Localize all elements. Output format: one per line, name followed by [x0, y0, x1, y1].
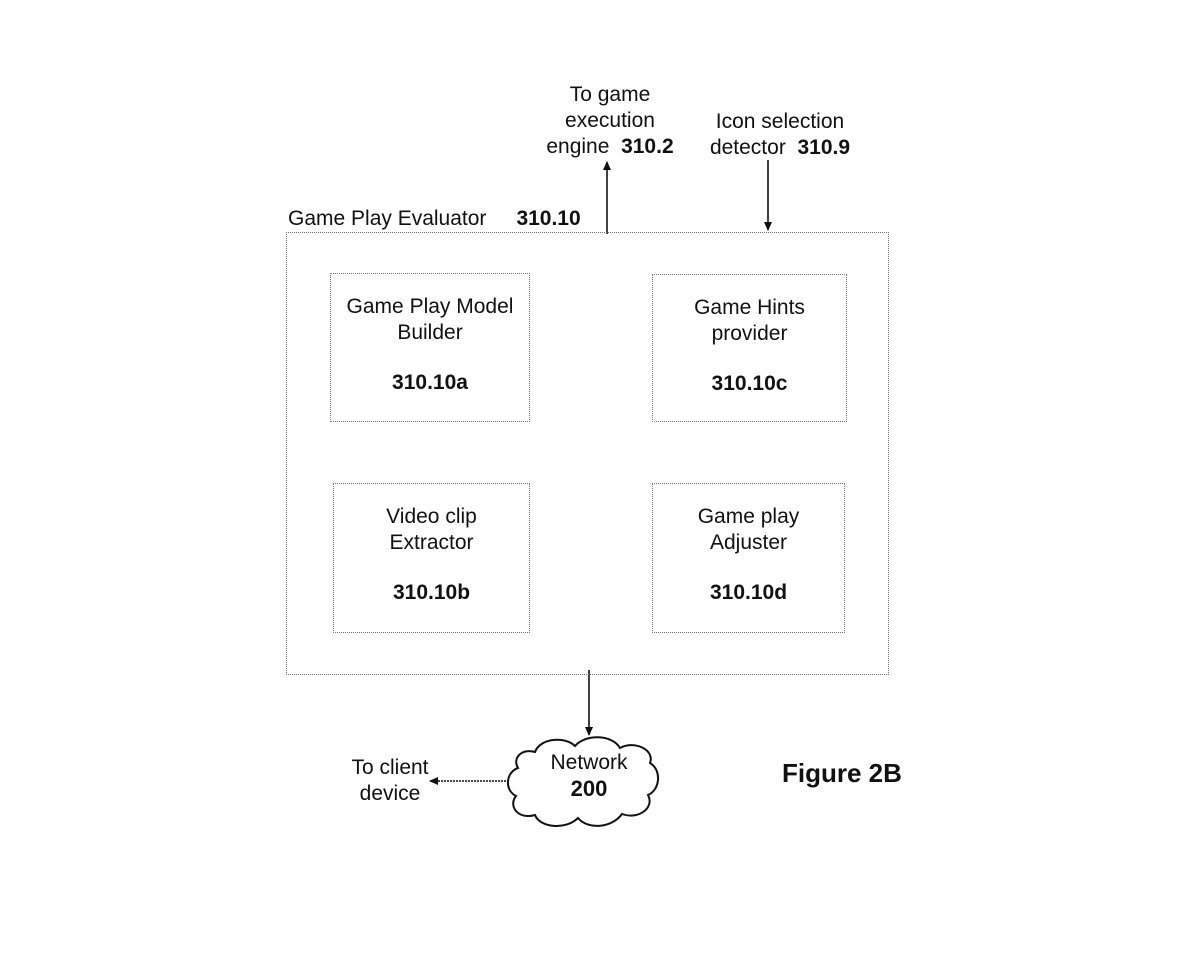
label-line: To client	[351, 756, 429, 779]
label-line: device	[359, 782, 421, 805]
label-line: detector	[709, 136, 786, 159]
module-name: Game Play Model	[346, 295, 514, 318]
module-name: Game Hints	[694, 296, 805, 319]
network-cloud-icon	[507, 736, 659, 827]
module-game-hints-provider: Game Hints provider 310.10c	[652, 274, 847, 422]
client-device-label: To client device	[330, 755, 450, 807]
module-ref: 310.10a	[392, 371, 468, 394]
label-line: engine	[546, 135, 610, 158]
network-name: Network	[550, 751, 628, 774]
network-label: Network 200	[524, 750, 654, 802]
figure-caption: Figure 2B	[782, 758, 902, 788]
label-line: Icon selection	[715, 110, 845, 133]
module-name: Builder	[397, 321, 463, 344]
game-play-evaluator-box	[286, 232, 889, 675]
module-name: Video clip	[386, 505, 477, 528]
container-title: Game Play Evaluator 310.10	[288, 206, 581, 232]
module-name: Extractor	[389, 531, 474, 554]
label-line: execution	[565, 109, 655, 132]
module-ref: 310.10c	[711, 372, 788, 395]
module-ref: 310.10b	[392, 581, 471, 604]
network-ref: 200	[570, 776, 608, 801]
module-name: provider	[711, 322, 788, 345]
game-execution-engine-label: To game execution engine 310.2	[520, 82, 700, 160]
container-name: Game Play Evaluator	[288, 207, 487, 230]
label-line: To game	[569, 83, 651, 106]
ref-number: 310.9	[797, 136, 851, 159]
icon-selection-detector-label: Icon selection detector 310.9	[690, 109, 870, 161]
module-name: Game play	[697, 505, 800, 528]
container-ref: 310.10	[516, 207, 581, 230]
ref-number: 310.2	[621, 135, 674, 158]
module-ref: 310.10d	[709, 581, 788, 604]
module-name: Adjuster	[709, 531, 788, 554]
